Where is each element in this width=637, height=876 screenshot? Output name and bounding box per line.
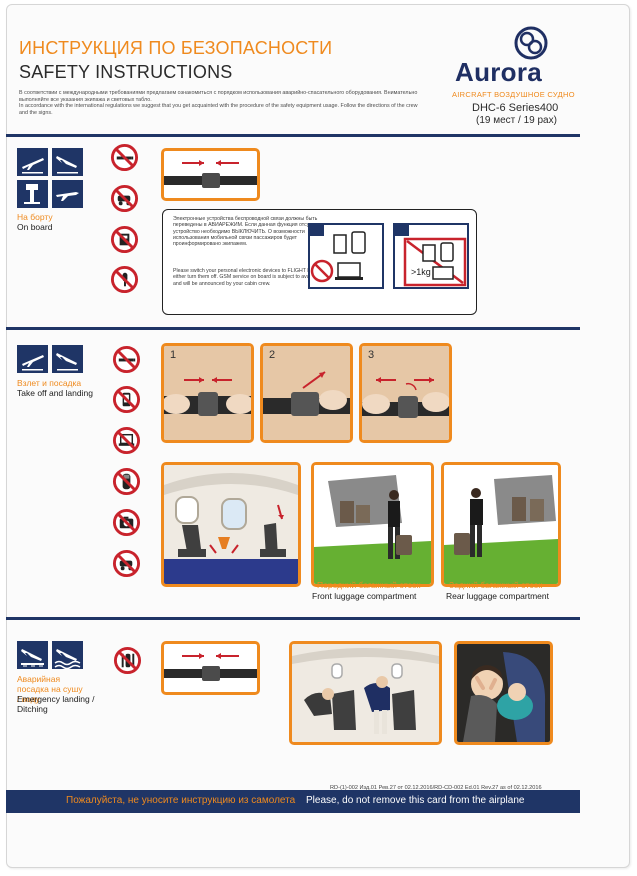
cabin-seat-upright-panel	[161, 462, 301, 587]
takeoff-plane-icon	[17, 148, 48, 176]
emergency-landing-icon	[17, 641, 48, 669]
title-en: SAFETY INSTRUCTIONS	[19, 62, 233, 82]
no-electric-razor-icon	[112, 467, 141, 496]
child-brace-panel	[454, 641, 553, 745]
section-label-emergency-ru: Аварийная посадка на сушу / воду	[17, 674, 83, 704]
section-label-on-board-en: On board	[17, 222, 53, 232]
brand-subtitle: AIRCRAFT ВОЗДУШНОЕ СУДНО	[452, 90, 575, 99]
aurora-logo-icon	[514, 26, 548, 60]
landing-plane-icon	[52, 148, 83, 176]
footer-text-ru: Пожалуйста, не уносите инструкцию из сам…	[66, 795, 296, 806]
intro-ru: В соответствии с международными требован…	[19, 90, 418, 103]
seatbelt-fasten-panel	[161, 148, 260, 201]
section-label-takeoff-ru: Взлет и посадка	[17, 378, 82, 388]
section-divider	[6, 327, 580, 330]
intro-text: В соответствии с международными требован…	[19, 90, 419, 116]
intro-en: In accordance with the international reg…	[19, 103, 418, 116]
seatbelt-step-3-panel: 3	[359, 343, 452, 443]
no-smoking-icon	[110, 143, 139, 172]
no-mobile-phone-icon	[112, 385, 141, 414]
front-luggage-panel	[311, 462, 434, 587]
seatbelt-step-2-panel: 2	[260, 343, 353, 443]
cruise-plane-icon	[52, 180, 83, 208]
seatbelt-step-1-panel: 1	[161, 343, 254, 443]
landing-plane-icon	[52, 345, 83, 373]
no-electric-scooter-icon	[112, 549, 141, 578]
no-electric-scooter-icon	[110, 184, 139, 213]
brand-name: Aurora	[455, 57, 543, 87]
section-label-on-board-ru: На борту	[17, 212, 53, 222]
brand-subtitle-ru: ВОЗДУШНОЕ СУДНО	[494, 90, 575, 99]
electronics-info-box: Электронные устройства беспроводной связ…	[162, 209, 477, 315]
no-smoking-icon	[112, 345, 141, 374]
aircraft-model: DHC-6 Series400	[472, 102, 559, 114]
seat-count: (19 мест / 19 pax)	[476, 115, 557, 126]
takeoff-plane-icon	[17, 345, 48, 373]
footer-text-en: Please, do not remove this card from the…	[306, 795, 525, 806]
section-label-emergency-en: Emergency landing /Ditching	[17, 694, 95, 714]
electronics-text-ru: Электронные устройства беспроводной связ…	[173, 216, 328, 248]
rear-luggage-caption-ru: Задний багажный отсек	[449, 580, 543, 590]
large-devices-prohibited-panel	[393, 223, 469, 289]
no-laptop-icon	[112, 426, 141, 455]
brand-subtitle-en: AIRCRAFT	[452, 90, 492, 99]
weight-limit-label: >1kg	[411, 267, 431, 277]
step-number: 1	[170, 349, 177, 361]
document-reference: RD-(1)-002 Изд.01 Рев.27 от 02.12.2016/R…	[330, 785, 542, 791]
rear-luggage-panel	[441, 462, 561, 587]
ditching-icon	[52, 641, 83, 670]
no-cooking-device-icon	[110, 225, 139, 254]
step-number: 2	[269, 349, 276, 361]
front-luggage-caption-en: Front luggage compartment	[312, 591, 417, 601]
step-number: 3	[368, 349, 375, 361]
front-luggage-caption-ru: Передний багажный отсек	[317, 580, 421, 590]
section-divider	[6, 617, 580, 620]
section-label-takeoff-en: Take off and landing	[17, 388, 93, 398]
flight-mode-devices-panel	[308, 223, 384, 289]
no-eating-icon	[113, 646, 142, 675]
rear-luggage-caption-en: Rear luggage compartment	[446, 591, 550, 601]
no-camera-icon	[112, 508, 141, 537]
emergency-label-line-2: Ditching	[17, 704, 48, 714]
section-divider	[6, 134, 580, 137]
emergency-label-line-1: Emergency landing /	[17, 694, 95, 704]
control-tower-icon	[17, 180, 48, 208]
no-microphone-icon	[110, 265, 139, 294]
footer-banner: Пожалуйста, не уносите инструкцию из сам…	[6, 790, 580, 813]
title-ru: ИНСТРУКЦИЯ ПО БЕЗОПАСНОСТИ	[19, 38, 333, 58]
seatbelt-fasten-panel	[161, 641, 260, 695]
electronics-text-en: Please switch your personal electronic d…	[173, 268, 326, 287]
brace-position-panel	[289, 641, 442, 745]
